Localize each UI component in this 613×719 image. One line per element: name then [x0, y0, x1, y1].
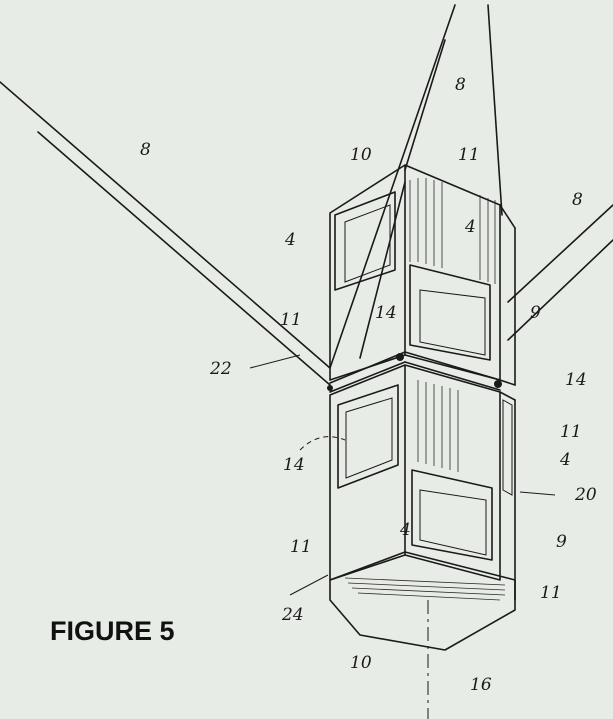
label-upper-hinge: 14: [375, 303, 397, 323]
label-upper-rail: 9: [530, 303, 541, 323]
bottom-cap: [329, 551, 516, 651]
label-upper-left-cell: 4: [284, 230, 296, 250]
label-cable-right: 8: [572, 190, 583, 210]
hinge-band: [327, 351, 502, 393]
label-lower-center-cell: 4: [399, 520, 411, 540]
label-cable-top: 8: [455, 75, 466, 95]
label-module-upper: 22: [209, 359, 232, 379]
label-top-cap: 10: [350, 145, 372, 165]
bottom-cap-hatch: [344, 577, 506, 601]
label-upper-left-panel: 11: [280, 310, 302, 330]
upper-module: [329, 164, 516, 386]
leader-lines: [249, 354, 556, 596]
suspension-cables: [0, 4, 613, 386]
label-bottom-right-panel: 11: [540, 583, 562, 603]
label-module-bottom: 24: [281, 605, 304, 625]
lower-face-hatch: [417, 380, 459, 472]
label-lower-left-hinge: 14: [283, 455, 305, 475]
label-lower-rail: 9: [556, 532, 567, 552]
lower-module: [329, 364, 516, 601]
label-lower-right-panel: 11: [560, 422, 582, 442]
label-cable-left: 8: [140, 140, 151, 160]
label-module-lower: 20: [574, 485, 597, 505]
upper-face-hatch: [409, 178, 496, 284]
label-upper-right-cell: 4: [464, 217, 476, 237]
label-lower-left-panel: 11: [290, 537, 312, 557]
label-top-face: 11: [458, 145, 480, 165]
label-axis: 16: [470, 675, 492, 695]
label-bottom-cap: 10: [350, 653, 372, 673]
label-lower-right-cell: 4: [559, 450, 571, 470]
figure-caption: FIGURE 5: [50, 616, 175, 646]
label-right-hinge: 14: [565, 370, 587, 390]
